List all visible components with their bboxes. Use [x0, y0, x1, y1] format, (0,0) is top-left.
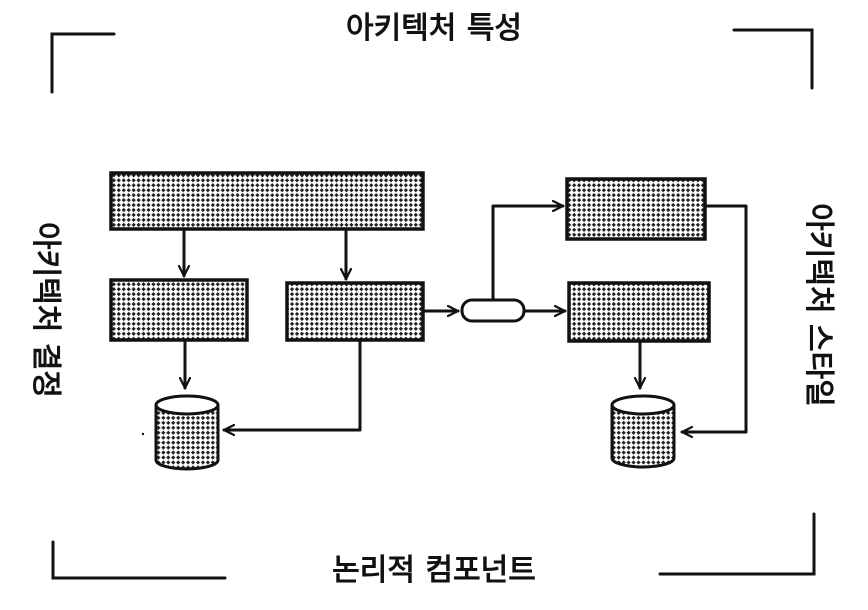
frame-corner-bottom-right — [658, 512, 816, 576]
middle-right-block — [285, 281, 425, 342]
frame-corner-bottom-left — [51, 540, 227, 580]
logical-components-label: 논리적 컴포넌트 — [332, 553, 536, 588]
message-queue-icon — [460, 298, 526, 323]
architecture-characteristics-label: 아키텍처 특성 — [345, 11, 523, 46]
top-block — [109, 171, 425, 231]
right-upper-block — [565, 177, 707, 241]
right-database-icon — [610, 394, 676, 469]
right-lower-block — [567, 281, 711, 343]
arrow-queue-to-right-upper — [491, 206, 565, 302]
arrow-middle-right-to-left-db — [222, 338, 362, 430]
frame-corner-top-left — [50, 32, 116, 94]
architecture-style-label: 아키텍처 스타일 — [801, 203, 836, 407]
frame-corner-top-right — [732, 28, 814, 90]
middle-left-block — [109, 278, 249, 342]
stray-dot — [141, 432, 145, 436]
architecture-decisions-label: 아키텍처 결정 — [28, 221, 63, 399]
left-database-icon — [154, 394, 220, 471]
arrow-right-upper-to-right-db — [680, 204, 748, 432]
